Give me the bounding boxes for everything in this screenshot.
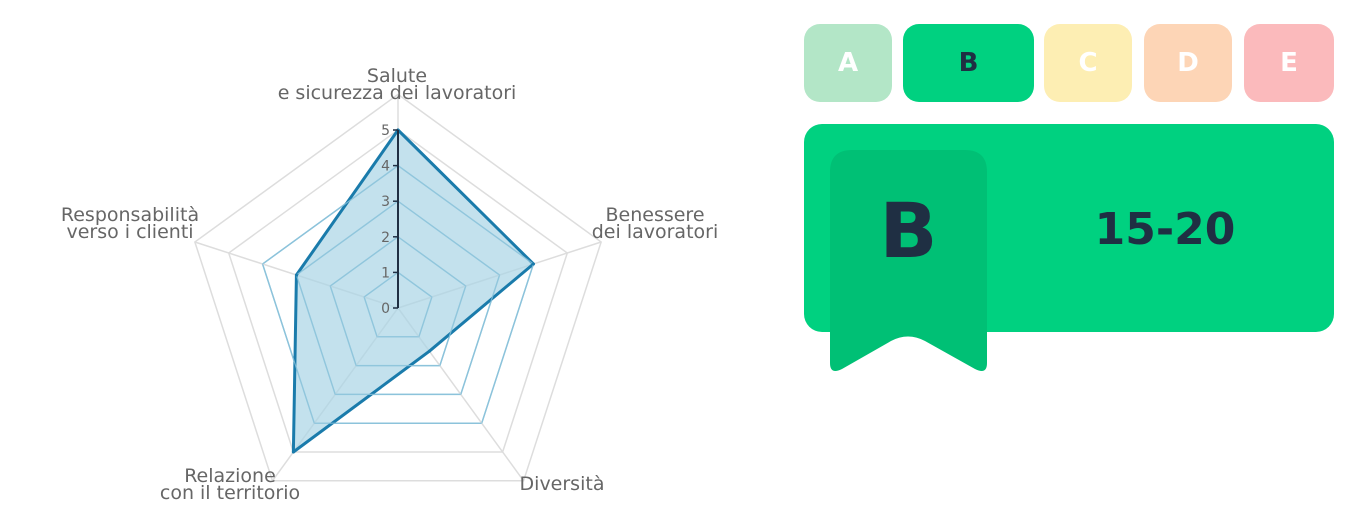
tick-label: 0 bbox=[381, 301, 390, 317]
grade-b-button[interactable]: B bbox=[903, 24, 1034, 102]
grade-scale: A B C D E bbox=[804, 24, 1334, 102]
tick-label: 2 bbox=[381, 230, 390, 246]
grade-d-button[interactable]: D bbox=[1144, 24, 1232, 102]
grid-ring-overlay bbox=[329, 236, 467, 367]
data-point bbox=[294, 273, 298, 277]
tick-label: 3 bbox=[381, 194, 390, 210]
grid-ring-overlay bbox=[363, 271, 433, 338]
axis-label: Diversità bbox=[520, 473, 605, 495]
score-range: 15-20 bbox=[1094, 204, 1236, 255]
data-point bbox=[291, 450, 295, 454]
bookmark-badge-icon bbox=[830, 150, 987, 375]
data-point bbox=[427, 349, 431, 353]
grade-c-button[interactable]: C bbox=[1044, 24, 1132, 102]
grid-ring-6 bbox=[193, 93, 603, 482]
grade-a-button[interactable]: A bbox=[804, 24, 892, 102]
data-point bbox=[531, 262, 535, 266]
grid-ring-5 bbox=[227, 129, 569, 453]
tick-label: 1 bbox=[381, 265, 390, 281]
score-grade: B bbox=[879, 186, 938, 275]
series-area bbox=[291, 128, 535, 454]
grid-ring-overlay bbox=[295, 200, 501, 396]
grid-ring-overlay bbox=[261, 164, 535, 424]
grade-e-button[interactable]: E bbox=[1244, 24, 1334, 102]
tick-label: 5 bbox=[381, 123, 390, 139]
tick-label: 4 bbox=[381, 159, 390, 175]
